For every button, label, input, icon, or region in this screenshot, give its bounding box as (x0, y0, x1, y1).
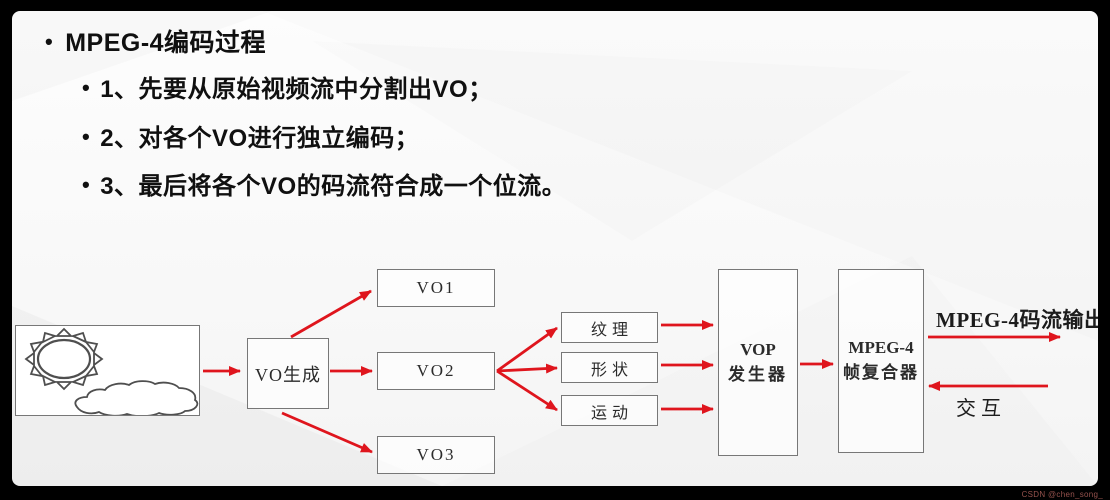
csdn-watermark: CSDN @chen_song_ (1021, 490, 1103, 499)
box-label: MPEG-4 帧复合器 (843, 338, 919, 382)
page-title: MPEG-4编码过程 (65, 29, 267, 57)
arrow-vo2-to-motion (496, 369, 558, 412)
box-label: VO生成 (255, 364, 321, 385)
bullet-marker: • (45, 29, 54, 54)
output-stream-label: MPEG-4码流输出 (936, 308, 1098, 332)
sun-cloud-sketch (24, 327, 198, 415)
box-shape: 形状 (561, 352, 658, 383)
box-label: VO2 (416, 361, 456, 380)
interaction-label: 交互 (956, 398, 1006, 420)
box-vo1: VO1 (377, 269, 495, 307)
bullet-item-1: • 1、先要从原始视频流中分割出VO； (82, 69, 493, 104)
slide-title-row: • MPEG-4编码过程 (45, 23, 266, 59)
box-vo3: VO3 (377, 436, 495, 474)
box-vo2: VO2 (377, 352, 495, 390)
arrow-vo2-to-texture (496, 326, 558, 373)
bullet-marker: • (82, 75, 91, 100)
box-vo-generation: VO生成 (247, 338, 329, 409)
cloud-icon (73, 379, 198, 415)
arrow-vogen-to-vo1 (290, 289, 372, 339)
box-label: 纹理 (590, 321, 633, 339)
source-video-frame (15, 325, 200, 416)
box-mpeg4-frame-compositor: MPEG-4 帧复合器 (838, 269, 924, 453)
box-motion: 运动 (561, 395, 658, 426)
slide-canvas: • MPEG-4编码过程 • 1、先要从原始视频流中分割出VO； • 2、对各个… (12, 11, 1098, 486)
bullet-text-3: 3、最后将各个VO的码流符合成一个位流。 (100, 173, 567, 200)
arrow-vogen-to-vo3 (281, 411, 373, 454)
box-label: 形状 (590, 361, 633, 379)
bullet-item-2: • 2、对各个VO进行独立编码； (82, 118, 419, 153)
bullet-marker: • (82, 172, 91, 197)
bullet-marker: • (82, 124, 91, 149)
box-label: VO1 (416, 278, 456, 297)
box-texture: 纹理 (561, 312, 658, 343)
box-label: VO3 (416, 445, 456, 464)
bullet-text-1: 1、先要从原始视频流中分割出VO； (100, 76, 493, 103)
box-vop-generator: VOP 发生器 (718, 269, 798, 456)
arrow-vo2-to-shape (496, 363, 558, 374)
sun-icon (24, 327, 103, 390)
box-label: VOP 发生器 (728, 339, 788, 384)
bullet-text-2: 2、对各个VO进行独立编码； (100, 125, 420, 152)
bullet-item-3: • 3、最后将各个VO的码流符合成一个位流。 (82, 166, 566, 201)
box-label: 运动 (590, 404, 633, 422)
